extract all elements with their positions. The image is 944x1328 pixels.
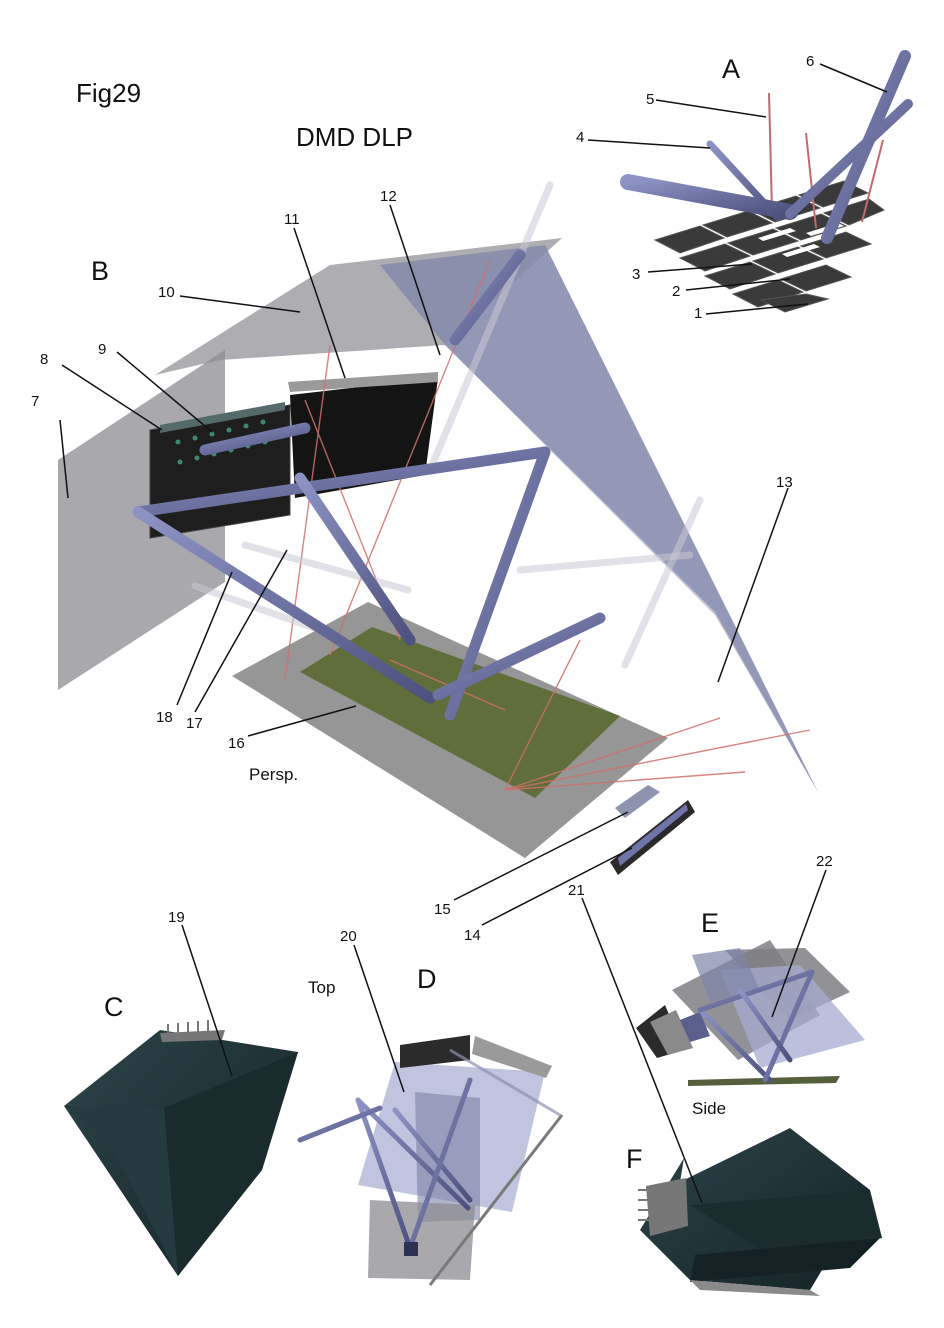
light-engine-14-15 <box>610 785 695 875</box>
callout-leaders-b <box>59 204 789 926</box>
view-label-persp: Persp. <box>249 765 298 784</box>
faint-rods <box>191 181 704 669</box>
callout-14: 14 <box>464 927 481 944</box>
panel-label-d: D <box>417 964 437 994</box>
callout-leader-19 <box>181 924 233 1077</box>
callout-22: 22 <box>816 853 833 870</box>
top-view-rods <box>297 1077 473 1251</box>
callout-6: 6 <box>806 53 814 70</box>
panel-c-housing <box>64 924 298 1276</box>
callout-16: 16 <box>228 735 245 752</box>
panel-label-a: A <box>722 54 740 84</box>
mirror-rods <box>620 50 913 244</box>
panel-d-top-view <box>297 944 564 1286</box>
panel-a-mirror-array <box>587 50 913 315</box>
heat-sink-f <box>638 1178 688 1236</box>
callout-leader-20 <box>353 944 405 1093</box>
callout-9: 9 <box>98 341 106 358</box>
panel-b-perspective <box>58 181 818 926</box>
side-view-rods <box>697 969 815 1083</box>
figure-title: Fig29 <box>76 78 141 108</box>
callout-18: 18 <box>156 709 173 726</box>
panel-label-b: B <box>91 256 109 286</box>
callout-leaders-a <box>587 63 888 315</box>
mirror-frame-11 <box>288 372 438 392</box>
callout-5: 5 <box>646 91 654 108</box>
mirror-laser-lines <box>768 92 884 229</box>
panel-e-side-view <box>636 869 865 1086</box>
heat-sink-19 <box>160 1020 225 1042</box>
callout-leader-22 <box>771 869 827 1018</box>
callout-4: 4 <box>576 129 584 146</box>
callout-1: 1 <box>694 305 702 322</box>
callout-20: 20 <box>340 928 357 945</box>
callout-2: 2 <box>672 283 680 300</box>
callout-8: 8 <box>40 351 48 368</box>
callout-7: 7 <box>31 393 39 410</box>
panel-label-f: F <box>626 1144 643 1174</box>
callout-3: 3 <box>632 266 640 283</box>
callout-17: 17 <box>186 715 203 732</box>
callout-13: 13 <box>776 474 793 491</box>
callout-10: 10 <box>158 284 175 301</box>
beam-splitter-13 <box>445 245 818 792</box>
callout-11: 11 <box>284 211 300 228</box>
labels: Fig29 DMD DLP A B C D E F Persp. Top Sid… <box>31 53 833 1174</box>
callout-leader-21 <box>581 897 703 1204</box>
callout-21: 21 <box>568 882 585 899</box>
callout-19: 19 <box>168 909 185 926</box>
panel-label-e: E <box>701 908 719 938</box>
view-label-top: Top <box>308 978 335 997</box>
support-rods <box>132 249 606 721</box>
callout-12: 12 <box>380 188 397 205</box>
figure-subtitle: DMD DLP <box>296 122 413 152</box>
view-label-side: Side <box>692 1099 726 1118</box>
panel-f-housing <box>581 897 882 1296</box>
panel-label-c: C <box>104 992 124 1022</box>
callout-15: 15 <box>434 901 451 918</box>
